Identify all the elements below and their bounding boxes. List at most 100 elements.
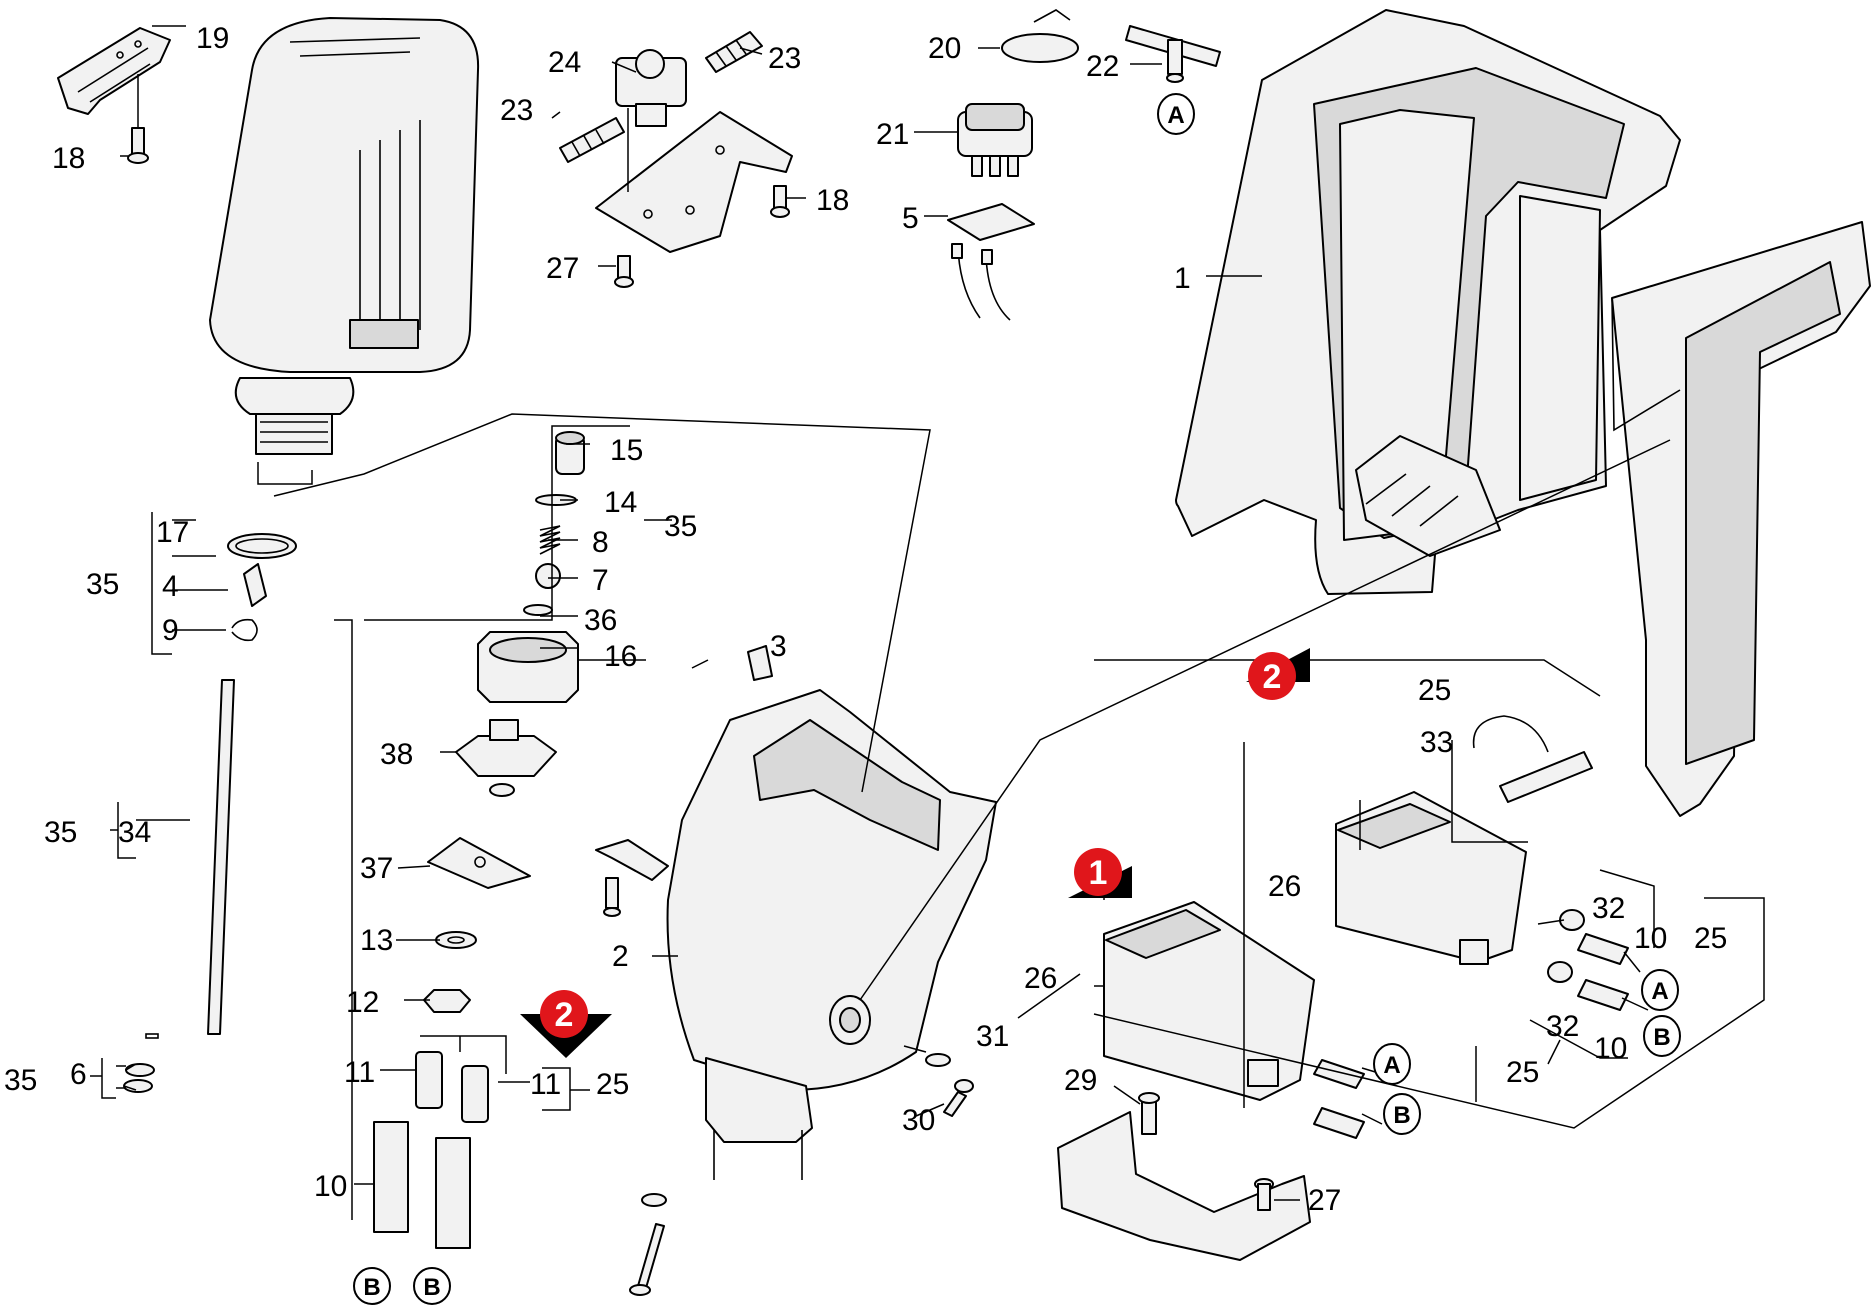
connector-a-right-label: A: [1651, 978, 1668, 1005]
detergent-tank: [209, 17, 480, 455]
label-34: 34: [118, 816, 151, 849]
part-12-hex-nut: [423, 989, 471, 1013]
label-27-top: 27: [546, 252, 579, 285]
label-14: 14: [604, 486, 637, 519]
part-27-screw-right: [1254, 1178, 1274, 1211]
label-10-right-upper: 10: [1634, 922, 1667, 955]
connector-b-lower-label: B: [1393, 1102, 1410, 1129]
part-26-box-lower: [1103, 901, 1315, 1101]
part-24-valve-body: [615, 49, 687, 127]
badge-2-lower-label: 2: [555, 996, 574, 1034]
connector-b-right: B: [1643, 1015, 1681, 1057]
label-7: 7: [592, 564, 609, 597]
label-23-lower: 23: [500, 94, 533, 127]
label-6: 6: [70, 1058, 87, 1091]
label-35-left-middle: 35: [44, 816, 77, 849]
label-11-right: 11: [530, 1068, 561, 1101]
label-35-left-upper: 35: [86, 568, 119, 601]
part-10-hoses-left: [373, 1121, 471, 1249]
connector-b-left-2: B: [413, 1267, 451, 1305]
label-12: 12: [346, 986, 379, 1019]
part-22-t-connector: [1125, 25, 1221, 83]
connector-b-right-label: B: [1653, 1024, 1670, 1051]
part-15-cap: [555, 431, 585, 475]
part-10-hoses-right: [1313, 933, 1629, 1139]
label-8: 8: [592, 526, 609, 559]
label-17: 17: [156, 516, 189, 549]
connector-b-lower: B: [1383, 1093, 1421, 1135]
label-31: 31: [976, 1020, 1009, 1053]
connector-a-lower: A: [1373, 1043, 1411, 1085]
part-18-screw-left: [127, 74, 149, 164]
part-17-o-ring: [227, 533, 297, 559]
label-5: 5: [902, 202, 919, 235]
label-18-top: 18: [816, 184, 849, 217]
part-number-labels: 19 18 24 23 23 18 27 20 22 21 5 1 15 14 …: [4, 22, 1727, 1217]
label-36: 36: [584, 604, 617, 637]
leader-lines: [90, 25, 1765, 1220]
part-29-screw: [1138, 1092, 1160, 1135]
label-32-lower: 32: [1546, 1010, 1579, 1043]
label-16: 16: [604, 640, 637, 673]
small-bracket: [595, 839, 669, 917]
part-34-suction-tube: [145, 679, 235, 1039]
label-4: 4: [162, 570, 179, 603]
label-3: 3: [770, 630, 787, 663]
connector-a-top: A: [1157, 93, 1195, 135]
label-20: 20: [928, 32, 961, 65]
connector-b-left-2-label: B: [423, 1274, 440, 1301]
label-18-left: 18: [52, 142, 85, 175]
label-10-right-lower: 10: [1594, 1032, 1627, 1065]
part-23-hose-upper: [705, 31, 763, 73]
part-3-clip: [747, 645, 773, 681]
label-35-left-lower: 35: [4, 1064, 37, 1097]
part-27-tray: [1057, 1111, 1311, 1261]
label-27-right: 27: [1308, 1184, 1341, 1217]
badge-2-lower: 2: [520, 990, 612, 1058]
label-23-upper: 23: [768, 42, 801, 75]
part-9-clip: [231, 618, 258, 642]
badge-2-upper: 2: [1246, 648, 1310, 700]
connector-a-top-label: A: [1167, 102, 1184, 129]
part-27-screw-top: [614, 255, 634, 288]
connector-b-left-1-label: B: [363, 1274, 380, 1301]
part-32-clips: [1547, 909, 1585, 983]
part-26-box-upper: [1335, 791, 1527, 965]
part-33-handle: [1472, 715, 1593, 803]
badge-1-label: 1: [1089, 854, 1108, 892]
part-11-fittings: [415, 1051, 489, 1123]
label-32-upper: 32: [1592, 892, 1625, 925]
connector-b-left-1: B: [353, 1267, 391, 1305]
label-26-lower: 26: [1024, 962, 1057, 995]
connector-a-right: A: [1641, 969, 1679, 1011]
bottom-screw: [629, 1193, 667, 1296]
label-15: 15: [610, 434, 643, 467]
label-24: 24: [548, 46, 581, 79]
mounting-plate: [595, 108, 793, 253]
part-7-ball: [535, 563, 561, 589]
label-37: 37: [360, 852, 393, 885]
label-10-left: 10: [314, 1170, 347, 1203]
label-11-left: 11: [344, 1056, 375, 1089]
part-5-gasket: [947, 203, 1035, 241]
part-30-screw: [943, 1079, 974, 1117]
label-25-left: 25: [596, 1068, 629, 1101]
connector-a-lower-label: A: [1383, 1052, 1400, 1079]
part-20-hose-clamp: [1001, 9, 1079, 63]
part-36-seal: [523, 604, 553, 616]
label-1: 1: [1174, 262, 1191, 295]
label-26-upper: 26: [1268, 870, 1301, 903]
part-13-washer: [435, 931, 477, 949]
part-38-adapter: [455, 719, 557, 797]
label-22: 22: [1086, 50, 1119, 83]
label-13: 13: [360, 924, 393, 957]
label-19: 19: [196, 22, 229, 55]
part-2-central-body: [666, 689, 997, 1180]
label-30: 30: [902, 1104, 935, 1137]
switch-wires: [951, 243, 1011, 321]
part-16-nut: [477, 631, 579, 703]
part-8-spring: [539, 525, 561, 555]
label-2: 2: [612, 940, 629, 973]
label-9: 9: [162, 614, 179, 647]
